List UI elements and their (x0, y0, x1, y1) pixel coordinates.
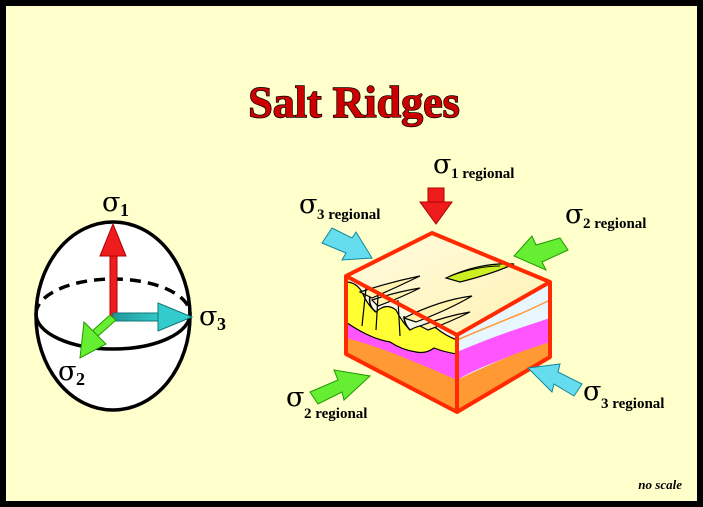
sigma3-regional-label-top: σ 3 regional (299, 189, 380, 223)
page-title: Salt Ridges (248, 78, 459, 127)
sigma2-regional-text: 2 regional (304, 406, 367, 422)
sigma2-subscript: 2 (76, 369, 85, 389)
sigma2-regional-arrow-bottom (309, 369, 372, 405)
sigma-symbol: σ (199, 301, 217, 332)
sigma-symbol: σ (299, 189, 317, 220)
sigma-symbol: σ (286, 382, 304, 413)
salt-block-diagram: σ 1 regional σ 3 regional σ 2 regional σ… (286, 149, 664, 422)
sigma3-label: σ 3 (199, 301, 226, 334)
sigma3-regional-arrow-left (321, 227, 373, 261)
sigma2-label: σ 2 (58, 356, 85, 389)
sigma3-regional-label-bottom: σ 3 regional (583, 376, 664, 412)
sigma3-subscript: 3 (217, 314, 226, 334)
sigma3-regional-arrow-bottom (526, 363, 583, 397)
sigma-symbol: σ (58, 356, 76, 387)
sigma2-regional-label-bottom: σ 2 regional (286, 382, 367, 422)
sigma1-regional-text: 1 regional (451, 166, 514, 182)
sigma1-subscript: 1 (120, 200, 129, 220)
sigma1-regional-label: σ 1 regional (433, 149, 514, 182)
sigma-symbol: σ (583, 376, 601, 407)
sigma-symbol: σ (433, 149, 451, 180)
block-front-face (345, 276, 458, 412)
sigma3-regional-text: 3 regional (317, 207, 380, 223)
sigma1-label: σ 1 (102, 187, 129, 220)
no-scale-note: no scale (638, 477, 682, 492)
sigma-symbol: σ (565, 199, 583, 230)
sigma1-arrow (99, 222, 127, 318)
sigma3-regional-text: 3 regional (601, 396, 664, 412)
ellipsoid-equator-front (34, 313, 192, 351)
sigma2-regional-text: 2 regional (583, 216, 646, 232)
sigma1-regional-arrow (419, 187, 453, 225)
block-right-face (456, 282, 551, 412)
sigma2-regional-arrow-right (513, 235, 569, 272)
sigma-symbol: σ (102, 187, 120, 218)
orange-layer (346, 335, 457, 412)
stress-ellipsoid: σ 1 σ 3 σ 2 (34, 187, 226, 412)
sigma2-arrow (79, 314, 117, 359)
block-outline (344, 231, 552, 414)
sigma2-regional-label-top: σ 2 regional (565, 199, 646, 232)
